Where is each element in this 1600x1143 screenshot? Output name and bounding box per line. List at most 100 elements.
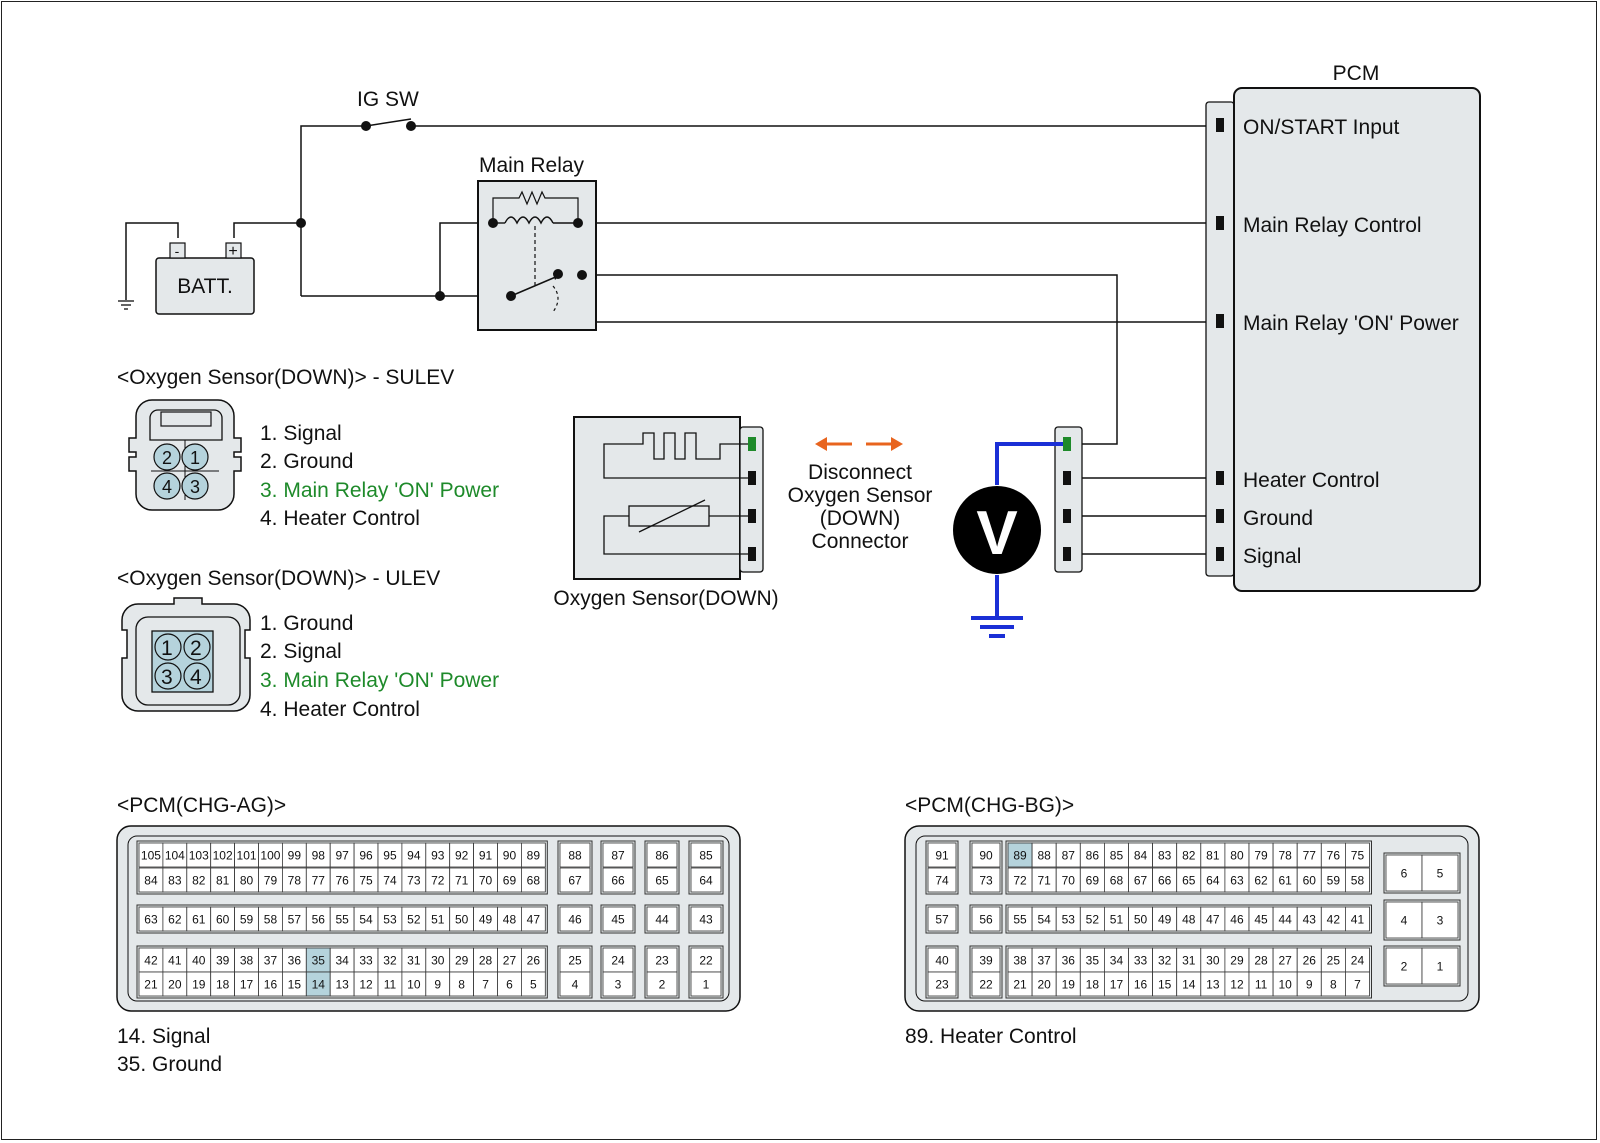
pcm-ag-pin-number: 71 (455, 874, 469, 888)
pcm-ag-pin-number: 70 (479, 874, 493, 888)
pcm-ag-pin-number: 7 (482, 978, 489, 992)
pcm-bg-pin-cell (1128, 842, 1154, 868)
pcm-bg-pin-number: 18 (1086, 978, 1100, 992)
pin-group-frame (969, 840, 1003, 895)
pcm-ag-pin-number: 13 (335, 978, 349, 992)
pcm-bg-pin-cell (1224, 867, 1250, 893)
pin-group-frame (925, 945, 959, 999)
pcm-bg-pin-cell (1345, 867, 1370, 893)
pcm-bg-pin-number: 22 (979, 978, 993, 992)
pcm-bg-pin-number: 68 (1110, 874, 1124, 888)
pcm-ag-pin-cell (690, 906, 722, 932)
sulev-pin: 1 (190, 448, 200, 468)
pcm-bg-pin-number: 27 (1278, 954, 1292, 968)
pcm-bg-pin-number: 82 (1182, 849, 1196, 863)
pcm-bg-pin-cell (1224, 947, 1250, 973)
pcm-ag-pin-cell (521, 842, 546, 868)
pcm-bg-pin-number: 71 (1037, 874, 1051, 888)
pcm-bg-pin-number: 33 (1134, 954, 1148, 968)
pcm-bg-pin-cell (1176, 947, 1202, 973)
pcm-ag-pin-number: 73 (407, 874, 421, 888)
pin-group-frame (1005, 840, 1372, 895)
pcm-ag-pin-number: 64 (699, 874, 713, 888)
pin-group-frame (136, 945, 548, 999)
pin-group-frame (1005, 904, 1372, 934)
pcm-ag-note: 35. Ground (117, 1053, 222, 1076)
pcm-ag-pin-number: 2 (659, 978, 666, 992)
pcm-ag-pin-number: 12 (359, 978, 373, 992)
pcm-ag-pin-number: 52 (407, 913, 421, 927)
battery-plus-sign: + (228, 243, 237, 260)
pcm-bg-pin-cell (1224, 842, 1250, 868)
pcm-ag-pin-number: 6 (506, 978, 513, 992)
pcm-bg-pin-cell (1104, 947, 1129, 973)
pcm-ag-pin-cell (602, 867, 634, 893)
pcm-ag-pin-number: 14 (312, 978, 326, 992)
pcm-bg-pin-cell (1055, 842, 1081, 868)
sulev-pin: 3 (190, 477, 200, 497)
battery-minus-sign: - (175, 243, 180, 259)
pcm-bg-pin-number: 44 (1278, 913, 1292, 927)
pcm-bg-pin-number: 87 (1062, 849, 1076, 863)
pcm-ag-pin-number: 37 (264, 954, 278, 968)
pin-group-frame (688, 945, 724, 999)
pcm-bg-pin-cell (1200, 867, 1226, 893)
pcm-ag-pin-number: 47 (527, 913, 541, 927)
pcm-terminal-on-start-input: ON/START Input (1243, 116, 1400, 139)
disconnect-arrow-icon (815, 437, 903, 451)
pin-group-frame (644, 840, 680, 895)
pcm-bg-pin-number: 67 (1134, 874, 1148, 888)
ulev-pin: 1 (161, 637, 173, 660)
pcm-bg-pin-number: 43 (1303, 913, 1317, 927)
pcm-bg-pin-cell (1055, 971, 1081, 997)
pcm-ag-pin-cell (521, 867, 546, 893)
pcm-bg-pin-number: 15 (1158, 978, 1172, 992)
pcm-bg-pin-number: 21 (1013, 978, 1027, 992)
pcm-ag-pin-cell (646, 971, 678, 997)
pcm-ag-pin-number: 76 (335, 874, 349, 888)
pcm-bg-pin-number: 23 (935, 978, 949, 992)
pcm-bg-pin-cell (1296, 971, 1322, 997)
pcm-ag-pin-number: 34 (335, 954, 349, 968)
pcm-bg-pin-number: 29 (1230, 954, 1244, 968)
pcm-bg-pin-cell (1152, 971, 1178, 997)
pcm-bg-pin-cell (1248, 971, 1274, 997)
pcm-bg-pin-cell (1421, 901, 1459, 939)
pcm-ag-pin-number: 25 (568, 954, 582, 968)
pcm-bg-pin-number: 40 (935, 954, 949, 968)
pcm-bg-pin-number: 20 (1037, 978, 1051, 992)
pcm-label: PCM (1333, 62, 1380, 85)
pin-group-frame (688, 840, 724, 895)
pcm-ag-pin-number: 94 (407, 849, 421, 863)
pcm-bg-pin-number: 41 (1351, 913, 1365, 927)
pcm-ag-pin-number: 35 (312, 954, 326, 968)
pcm-terminal-markers (1216, 118, 1224, 561)
pcm-bg-pin-number: 73 (979, 874, 993, 888)
pcm-ag-pin-number: 49 (479, 913, 493, 927)
pcm-bg-pin-number: 51 (1110, 913, 1124, 927)
pcm-ag-pin-number: 20 (168, 978, 182, 992)
pcm-ag-pin-cell (646, 842, 678, 868)
pcm-bg-pin-cell (927, 867, 957, 893)
pcm-ag-pin-number: 89 (527, 849, 541, 863)
pcm-ag-pin-number: 18 (216, 978, 230, 992)
pcm-bg-pin-number: 55 (1013, 913, 1027, 927)
pcm-bg-pin-number: 61 (1278, 874, 1292, 888)
pcm-ag-pin-number: 22 (699, 954, 713, 968)
wires (125, 118, 1214, 555)
pcm-bg-pin-cell (1152, 906, 1178, 932)
pcm-bg-pin-number: 60 (1303, 874, 1317, 888)
pcm-ag-pin-number: 46 (568, 913, 582, 927)
pin-group-frame (969, 945, 1003, 999)
ulev-pin-item: 4. Heater Control (260, 698, 420, 721)
junction-dots (296, 121, 445, 301)
pcm-bg-pin-cell (1128, 971, 1154, 997)
pcm-bg-pin-cell (1007, 947, 1033, 973)
sulev-title: <Oxygen Sensor(DOWN)> - SULEV (117, 366, 454, 389)
pcm-bg-pin-number: 53 (1062, 913, 1076, 927)
pcm-ag-pin-number: 63 (144, 913, 158, 927)
pcm-bg-pin-number: 8 (1330, 978, 1337, 992)
pcm-ag-pin-number: 27 (503, 954, 517, 968)
pcm-bg-pin-number: 76 (1327, 849, 1341, 863)
